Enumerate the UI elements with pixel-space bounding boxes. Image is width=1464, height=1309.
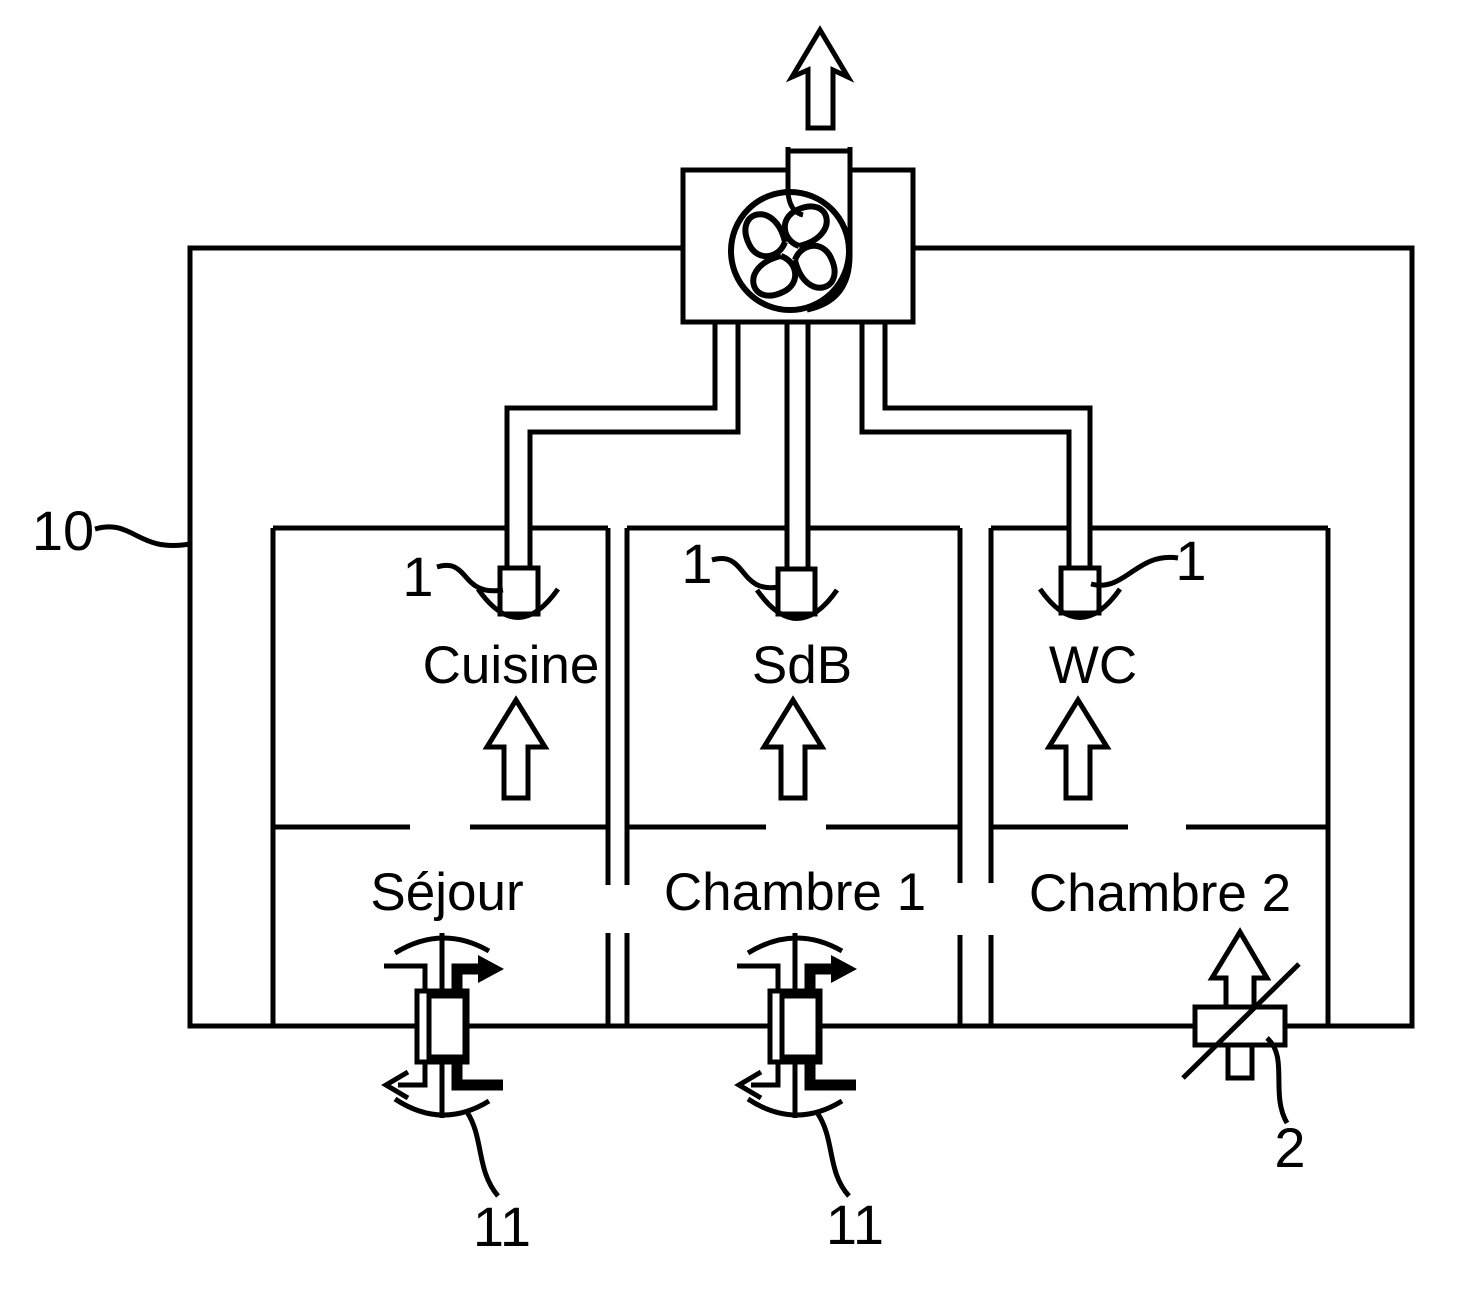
valve-body-inner <box>426 993 468 1060</box>
room-label-chambre2: Chambre 2 <box>1029 864 1291 923</box>
valve-flow-arrowhead-top <box>831 955 857 983</box>
inlet-slash <box>1181 962 1301 1080</box>
leader-10 <box>94 524 191 548</box>
ref-label-1-cuisine: 1 <box>402 545 433 608</box>
leader-1-sdb <box>711 556 780 591</box>
vent-sdb <box>754 566 840 621</box>
ref-label-1-wc: 1 <box>1175 529 1206 592</box>
vent-arc <box>754 588 840 621</box>
room-label-chambre1: Chambre 1 <box>664 863 926 922</box>
valve-inlet-line <box>384 963 428 991</box>
inlet-stub <box>1225 1042 1255 1081</box>
valve-return-line <box>398 1062 428 1088</box>
vent-arc <box>475 587 561 620</box>
valve-flow-bar-bottom <box>451 1062 503 1091</box>
exhaust-up-arrow-icon <box>785 25 855 131</box>
duct-to-cuisine <box>504 322 741 568</box>
ref-label-2: 2 <box>1274 1116 1305 1179</box>
airflow-up-arrow-cuisine-icon <box>482 695 550 801</box>
vent-cuisine <box>475 565 561 620</box>
valve-flow-arrow-top <box>451 963 478 991</box>
room-column-sdb-chambre1 <box>624 525 963 1026</box>
valve-flow-arrow-top <box>804 963 831 991</box>
vent-wc <box>1037 565 1123 620</box>
fan-blades-icon <box>742 203 838 299</box>
room-label-wc: WC <box>1049 636 1137 695</box>
duct-to-sdb <box>784 322 811 569</box>
vent-body <box>1058 565 1102 616</box>
vent-body <box>497 565 541 617</box>
fan-icon <box>728 189 852 313</box>
vent-body <box>775 566 818 617</box>
ref-label-1-sdb: 1 <box>681 532 712 595</box>
leader-1-cuisine <box>436 562 504 594</box>
transfer-valve-chambre1 <box>734 933 857 1118</box>
valve-return-arrowhead <box>381 1069 410 1101</box>
fan-housing <box>680 167 916 325</box>
ref-label-11-chambre1: 11 <box>826 1193 884 1256</box>
air-inlet-chambre2 <box>1181 927 1301 1081</box>
valve-flow-arrowhead-top <box>478 955 504 983</box>
room-label-sdb: SdB <box>752 636 852 695</box>
duct-network <box>504 322 1093 569</box>
airflow-up-arrow-wc-icon <box>1044 695 1112 801</box>
room-box-outline <box>270 525 611 1026</box>
leader-11-sejour <box>464 1110 500 1198</box>
room-column-wc-chambre2 <box>988 525 1331 1026</box>
ref-label-11-sejour: 11 <box>473 1195 531 1258</box>
leader-11-chambre1 <box>815 1112 851 1198</box>
room-box-outline <box>624 525 963 1026</box>
room-box-outline <box>988 525 1331 1026</box>
room-label-cuisine: Cuisine <box>423 636 600 695</box>
valve-flow-bar-bottom <box>804 1062 856 1091</box>
valve-return-arrowhead <box>734 1069 763 1101</box>
airflow-up-arrow-sdb-icon <box>759 695 827 801</box>
duct-to-wc <box>859 322 1093 568</box>
inlet-up-arrow-icon <box>1207 927 1272 1010</box>
ref-label-10: 10 <box>32 499 94 562</box>
room-label-sejour: Séjour <box>370 863 523 922</box>
leader-2 <box>1265 1036 1290 1125</box>
vent-arc <box>1037 587 1123 620</box>
valve-inlet-line <box>737 963 781 991</box>
transfer-valve-sejour <box>381 933 504 1118</box>
valve-return-line <box>751 1062 781 1088</box>
room-column-cuisine-sejour <box>270 525 611 1026</box>
fan-unit <box>680 147 916 325</box>
valve-body-inner <box>779 993 821 1060</box>
leader-lines <box>94 524 1290 1198</box>
leader-1-wc <box>1090 554 1179 588</box>
